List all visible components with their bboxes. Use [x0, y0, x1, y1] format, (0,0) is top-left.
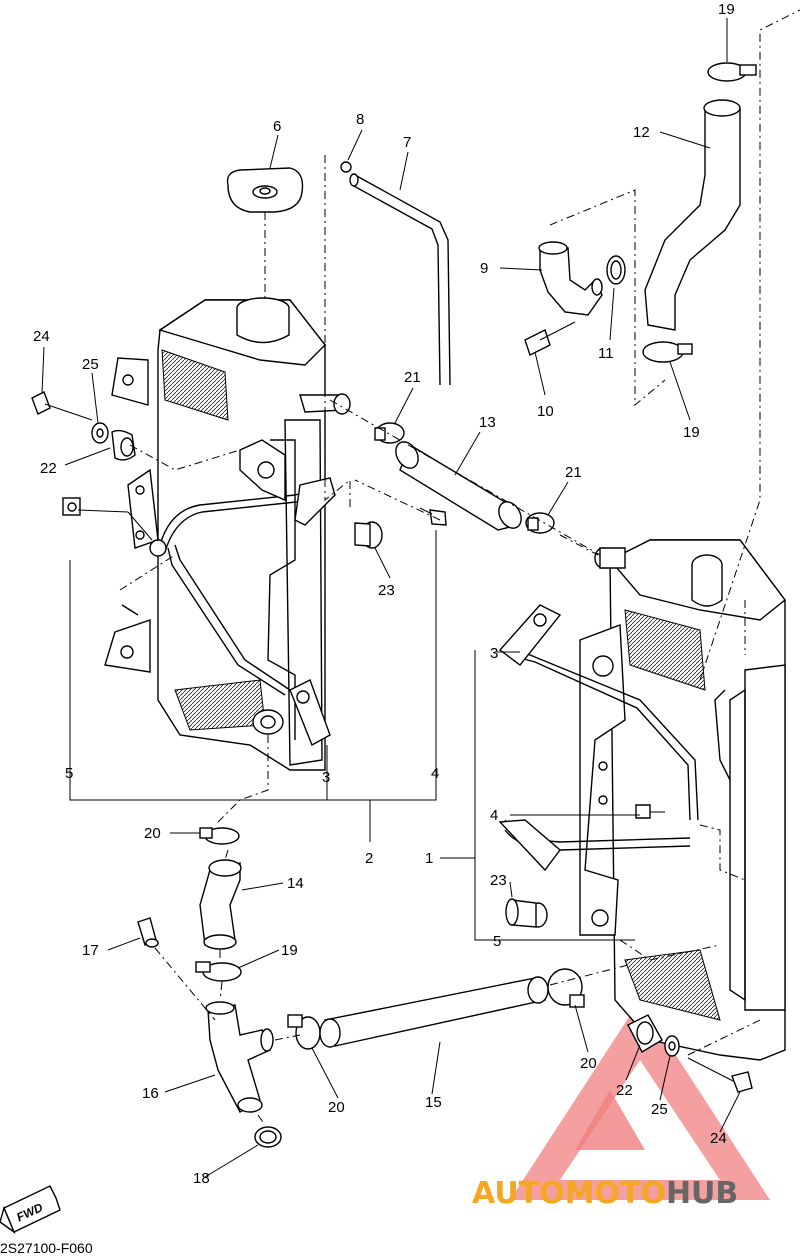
hose-12	[644, 99, 741, 331]
callout-16: 16	[142, 1085, 159, 1102]
hose-14	[199, 859, 242, 950]
elbow-pipe-9	[538, 241, 603, 316]
clip-8	[340, 161, 352, 173]
radiator-cap-6	[226, 167, 304, 213]
callout-10: 10	[537, 403, 554, 420]
clamp-19-mid	[642, 341, 693, 363]
nut-clip-left	[62, 497, 81, 516]
clamp-20-right	[547, 968, 585, 1008]
callout-19-mid: 19	[683, 424, 700, 441]
o-ring-18	[254, 1126, 282, 1148]
bolt-24-right	[687, 1057, 753, 1093]
callout-3-left: 3	[322, 769, 330, 786]
watermark-logo: AUTOMOTOHUB	[472, 1000, 770, 1211]
joint-16	[205, 1001, 274, 1113]
overflow-hose-7	[349, 173, 451, 386]
callout-22-right: 22	[616, 1082, 633, 1099]
left-radiator	[104, 297, 351, 771]
callout-23-left: 23	[378, 582, 395, 599]
hose-15	[319, 976, 549, 1048]
callout-12: 12	[633, 124, 650, 141]
callout-21-left: 21	[404, 369, 421, 386]
callout-4-right: 4	[490, 807, 498, 824]
callout-20-right: 20	[580, 1055, 597, 1072]
leader-lines	[41, 18, 741, 1178]
callout-4-left: 4	[431, 765, 439, 782]
callout-5-right: 5	[493, 933, 501, 950]
clamp-19-top	[707, 62, 757, 82]
callout-22-left: 22	[40, 460, 57, 477]
svg-text:AUTOMOTOHUB: AUTOMOTOHUB	[472, 1176, 738, 1211]
callout-9: 9	[480, 260, 488, 277]
grommet-22-left	[111, 429, 136, 461]
callout-18: 18	[193, 1170, 210, 1187]
callout-19-top: 19	[718, 1, 735, 18]
clamp-21-left	[374, 422, 405, 444]
callout-20-top: 20	[144, 825, 161, 842]
callout-2: 2	[365, 850, 373, 867]
right-radiator	[498, 539, 786, 1061]
callout-labels: 19 8 6 12 7 9 24 11 25 21 10 13 19 21 22…	[33, 1, 735, 1187]
callout-20-mid: 20	[328, 1099, 345, 1116]
callout-7: 7	[403, 134, 411, 151]
bolt-4-left	[419, 507, 447, 526]
clamp-19-low	[195, 961, 242, 982]
callout-24-left: 24	[33, 328, 50, 345]
callout-8: 8	[356, 111, 364, 128]
collar-23-right	[505, 898, 548, 928]
callout-15: 15	[425, 1094, 442, 1111]
callout-17: 17	[82, 942, 99, 959]
fwd-arrow: FWD	[0, 1185, 61, 1234]
callout-13: 13	[479, 414, 496, 431]
clamp-21-right	[525, 512, 555, 534]
callout-14: 14	[287, 875, 304, 892]
callout-25-left: 25	[82, 356, 99, 373]
callout-24-right: 24	[710, 1130, 727, 1147]
callout-1: 1	[425, 850, 433, 867]
callout-3-right: 3	[490, 645, 498, 662]
o-ring-11	[606, 255, 626, 285]
diagram-code: 2S27100-F060	[0, 1240, 93, 1256]
callout-25-right: 25	[651, 1101, 668, 1118]
watermark-hub: HUB	[666, 1176, 738, 1211]
bolt-10	[524, 321, 576, 356]
clamp-20-mid	[287, 1014, 321, 1050]
bleed-bolt-17	[137, 917, 159, 948]
callout-11: 11	[598, 345, 614, 362]
collar-23-left	[354, 521, 383, 549]
grommet-22-right	[627, 1014, 663, 1053]
clamp-20-top	[199, 827, 240, 845]
watermark-auto: AUTO	[472, 1176, 565, 1211]
callout-21-right: 21	[565, 464, 582, 481]
callout-5-left: 5	[65, 765, 73, 782]
bolt-24-left	[31, 391, 93, 421]
hose-13	[395, 441, 522, 531]
callout-6: 6	[273, 118, 281, 135]
watermark-moto: MOTO	[565, 1176, 666, 1211]
callout-23-right: 23	[490, 872, 507, 889]
callout-19-low: 19	[281, 942, 298, 959]
dashed-centerlines	[119, 9, 800, 1126]
